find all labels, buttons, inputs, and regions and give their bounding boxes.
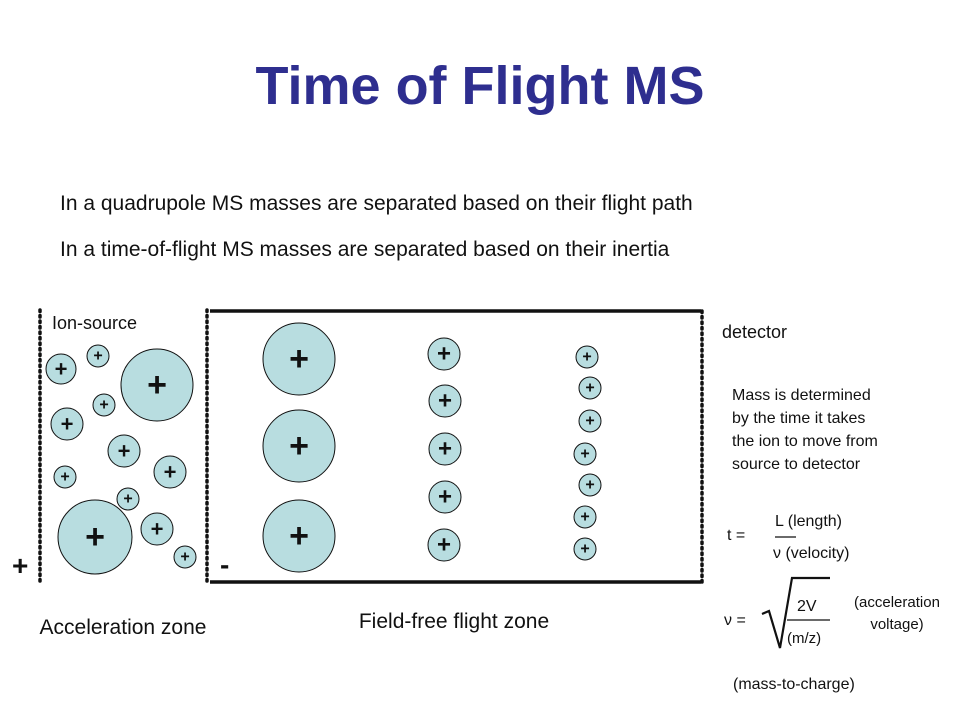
ion-charge-16: + (437, 341, 451, 368)
ion-charge-15: + (289, 517, 309, 555)
ion-charge-14: + (289, 427, 309, 465)
ion-11 (140, 512, 174, 546)
ion-16 (427, 337, 461, 371)
ion-19 (428, 480, 462, 514)
ion-source-label: Ion-source (52, 313, 138, 333)
v-numerator: 2V (797, 598, 817, 615)
ion-charge-4: + (61, 412, 74, 437)
ion-charge-9: + (123, 491, 132, 508)
bullet-quadrupole: In a quadrupole MS masses are separated … (60, 192, 693, 215)
ion-charge-13: + (289, 340, 309, 378)
ion-17 (428, 384, 462, 418)
positive-electrode-sign: + (12, 550, 29, 581)
ion-23 (578, 409, 602, 433)
ion-20 (427, 528, 461, 562)
mass-to-charge-note: (mass-to-charge) (733, 676, 855, 693)
ion-10 (57, 499, 133, 575)
ion-12 (173, 545, 197, 569)
ion-charge-5: + (99, 397, 108, 414)
ion-charge-8: + (164, 460, 177, 485)
mass-note-line-4: source to detector (732, 456, 861, 473)
ion-22 (578, 376, 602, 400)
ion-18 (428, 432, 462, 466)
ion-15 (262, 499, 336, 573)
ion-charge-22: + (585, 380, 594, 397)
ion-charge-12: + (180, 549, 189, 566)
ion-6 (107, 434, 141, 468)
ion-charge-11: + (151, 517, 164, 542)
ion-14 (262, 409, 336, 483)
ion-4 (50, 407, 84, 441)
t-equals: t = (727, 527, 746, 544)
mass-note-line-2: by the time it takes (732, 410, 866, 427)
ion-charge-18: + (438, 436, 452, 463)
ion-charge-10: + (85, 518, 105, 556)
ion-charge-1: + (55, 357, 68, 382)
t-denominator: ν (velocity) (773, 545, 850, 562)
ion-25 (578, 473, 602, 497)
ion-charge-3: + (147, 366, 167, 404)
ion-26 (573, 505, 597, 529)
ion-charge-23: + (585, 413, 594, 430)
square-root-sign (761, 576, 830, 649)
ion-charge-21: + (582, 349, 591, 366)
ion-8 (153, 455, 187, 489)
ion-21 (575, 345, 599, 369)
acceleration-zone-label: Acceleration zone (39, 616, 207, 639)
v-denominator: (m/z) (787, 630, 822, 647)
acceleration-voltage-note: (acceleration voltage) (854, 594, 940, 633)
field-free-zone-label: Field-free flight zone (358, 610, 550, 633)
ion-charge-20: + (437, 532, 451, 559)
ion-5 (92, 393, 116, 417)
ion-charge-27: + (580, 541, 589, 558)
v-equals: ν = (724, 612, 746, 629)
page-title: Time of Flight MS (255, 56, 705, 116)
ion-3 (120, 348, 194, 422)
ion-24 (573, 442, 597, 466)
mass-note-line-3: the ion to move from (732, 433, 878, 450)
ion-charge-7: + (60, 469, 69, 486)
ion-27 (573, 537, 597, 561)
ion-charge-24: + (580, 446, 589, 463)
mass-note-line-1: Mass is determined (732, 387, 871, 404)
mass-determination-note: Mass is determined by the time it takes … (732, 384, 878, 476)
ion-charge-17: + (438, 388, 452, 415)
bullet-time-of-flight: In a time-of-flight MS masses are separa… (60, 238, 670, 261)
ion-charge-26: + (580, 509, 589, 526)
ion-9 (116, 487, 140, 511)
ion-charge-6: + (118, 439, 131, 464)
ion-2 (86, 344, 110, 368)
ion-charge-25: + (585, 477, 594, 494)
t-numerator: L (length) (775, 513, 842, 530)
ion-7 (53, 465, 77, 489)
ion-charge-2: + (93, 348, 102, 365)
ion-charge-19: + (438, 484, 452, 511)
ion-13 (262, 322, 336, 396)
detector-label: detector (722, 322, 788, 342)
negative-electrode-sign: - (220, 549, 230, 580)
ion-group: + + + + + + + + + + + + + + + + + + + + + + + + + + + (45, 322, 602, 575)
ion-1 (45, 353, 77, 385)
